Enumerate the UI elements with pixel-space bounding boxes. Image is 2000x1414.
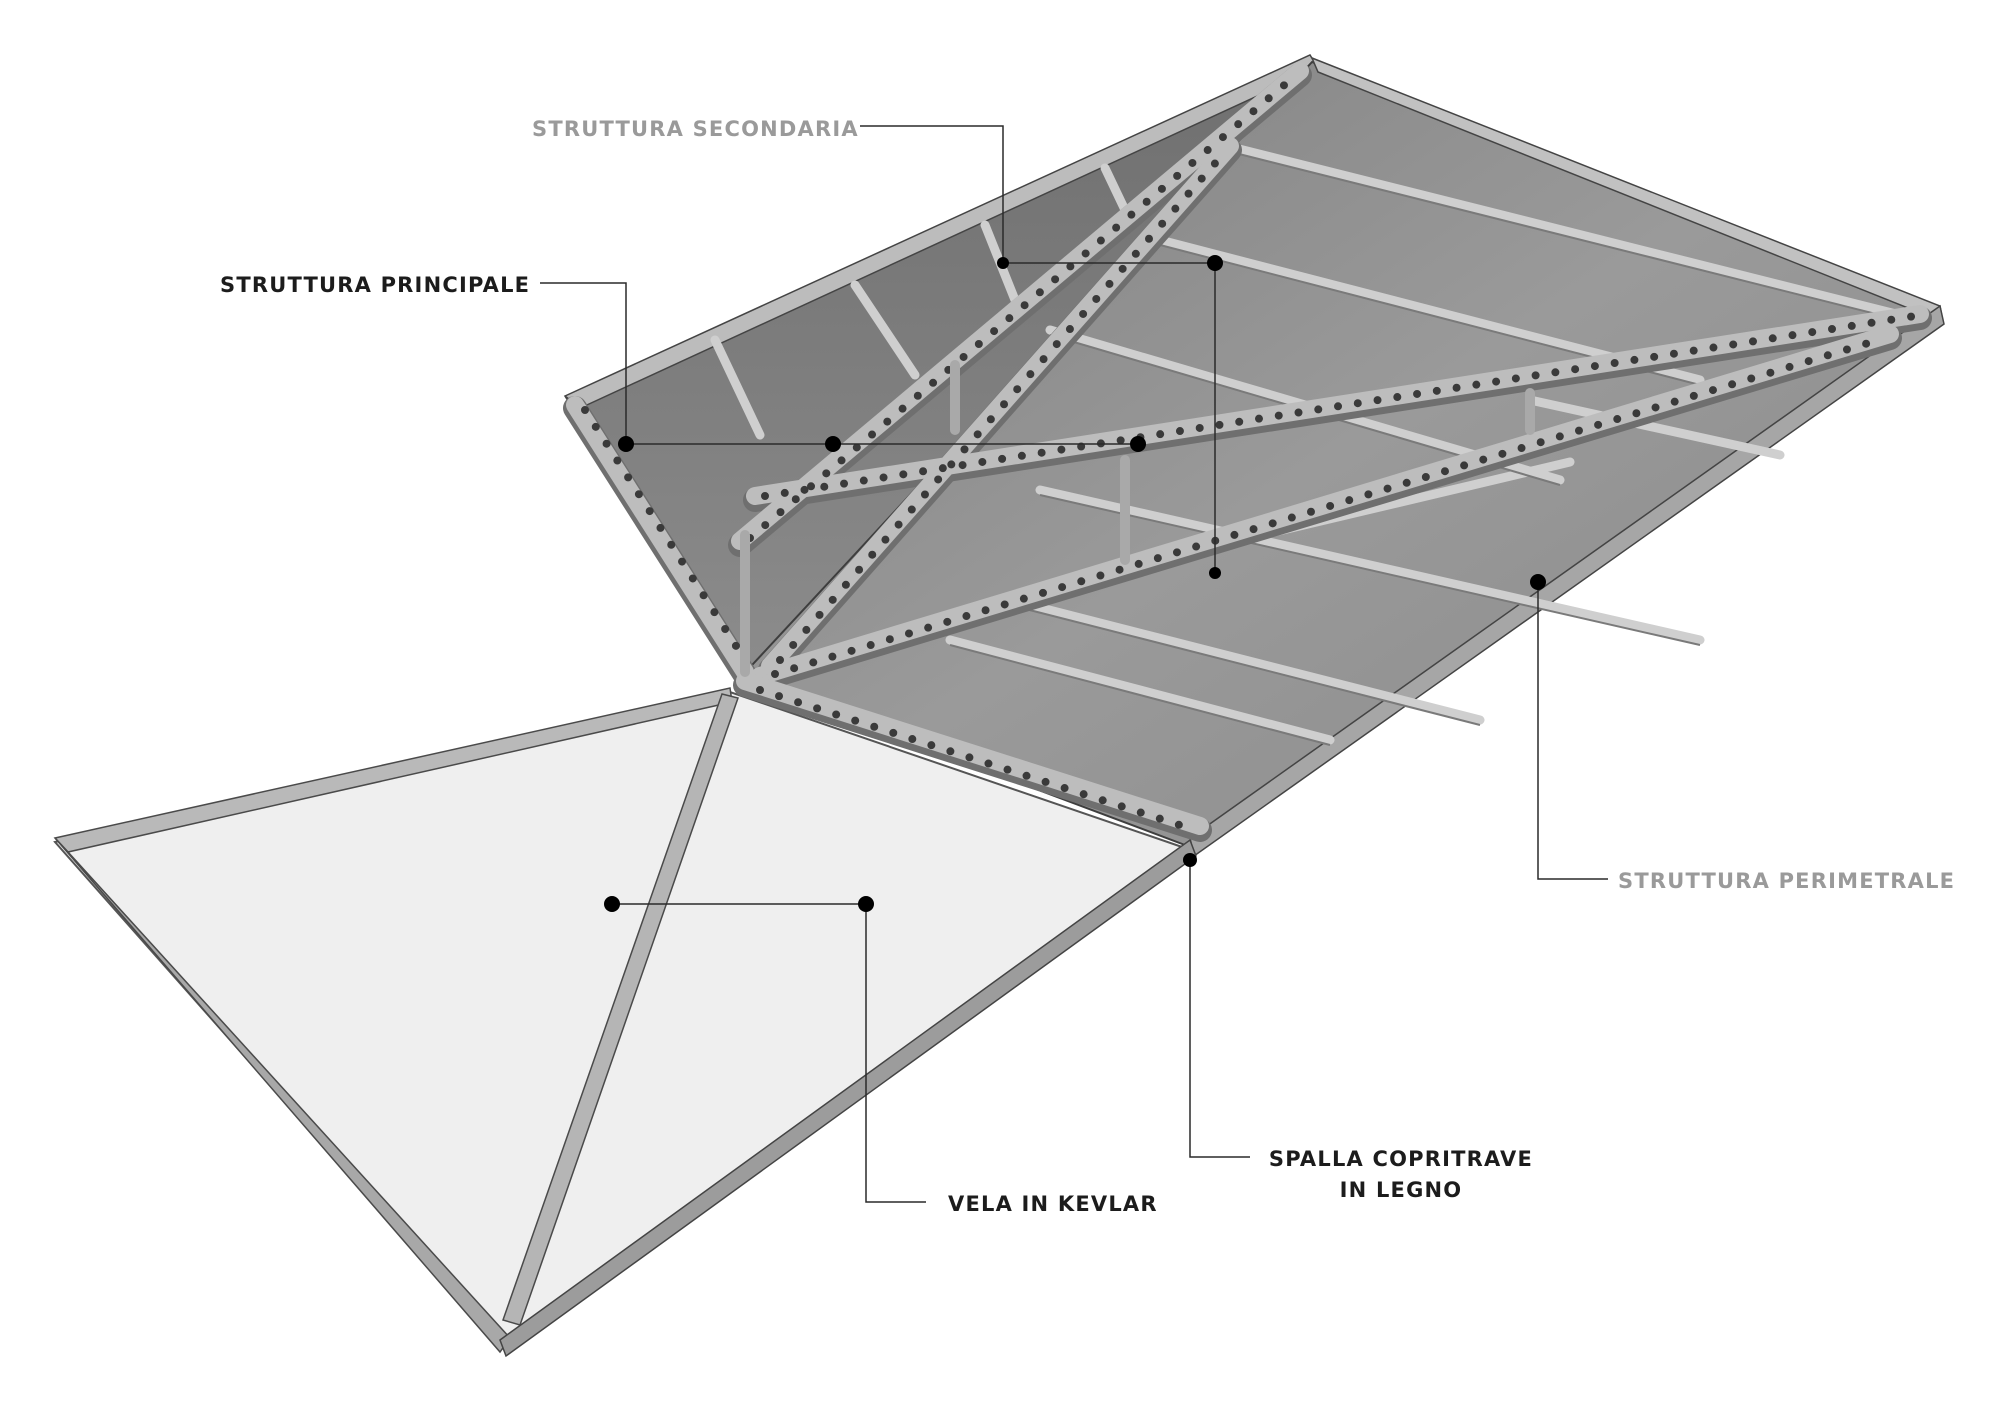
callout-dot [997, 257, 1009, 269]
callout-dot [618, 436, 634, 452]
rib-edge [1039, 494, 1701, 646]
bolt-row [761, 312, 1919, 500]
rib [1005, 595, 1485, 725]
main-roof-panel [499, 56, 1945, 1358]
beam-left-edge [566, 396, 754, 681]
beam-mid-diagonal [761, 137, 1239, 675]
labels: STRUTTURA SECONDARIA STRUTTURA PRINCIPAL… [220, 117, 1955, 1216]
rib [1525, 395, 1785, 460]
leader-struttura-principale [540, 282, 1138, 445]
rib-edge [1009, 604, 1481, 726]
callout-dot [825, 436, 841, 452]
rib [1035, 485, 1705, 645]
label-struttura-principale: STRUTTURA PRINCIPALE [220, 273, 530, 297]
rib-edge [1234, 152, 1921, 326]
callout-dot [604, 896, 620, 912]
leader-vela-kevlar [612, 903, 926, 1203]
beam-bottom-edge [736, 672, 1209, 835]
rib-edge [949, 644, 1331, 746]
bolt-row [776, 148, 1229, 664]
rib [850, 280, 920, 380]
rib [1100, 163, 1130, 215]
label-struttura-perimetrale: STRUTTURA PERIMETRALE [1618, 869, 1955, 893]
label-struttura-secondaria: STRUTTURA SECONDARIA [532, 117, 859, 141]
kevlar-sail [53, 687, 1188, 1354]
callout-dot [1207, 255, 1223, 271]
bolt-row [756, 686, 1199, 834]
rib [1230, 143, 1925, 325]
perimeter-frame-front [499, 838, 1197, 1358]
callout-dot [1530, 574, 1546, 590]
bolt-row [746, 72, 1299, 542]
callout-dot [1130, 436, 1146, 452]
rib [710, 335, 765, 440]
callout-dot [858, 896, 874, 912]
callouts [540, 125, 1608, 1203]
leader-struttura-perimetrale [1537, 582, 1608, 880]
main-beams [563, 62, 1932, 842]
rib [945, 635, 1335, 745]
bolt-row [771, 334, 1889, 678]
label-spalla-line1: SPALLA COPRITRAVE [1269, 1147, 1533, 1171]
label-spalla-line2: IN LEGNO [1340, 1178, 1463, 1202]
callout-dot [1183, 853, 1197, 867]
label-vela-in-kevlar: VELA IN KEVLAR [948, 1192, 1158, 1216]
callout-dot [1209, 567, 1221, 579]
leader-spalla-copritrave [1189, 860, 1250, 1158]
